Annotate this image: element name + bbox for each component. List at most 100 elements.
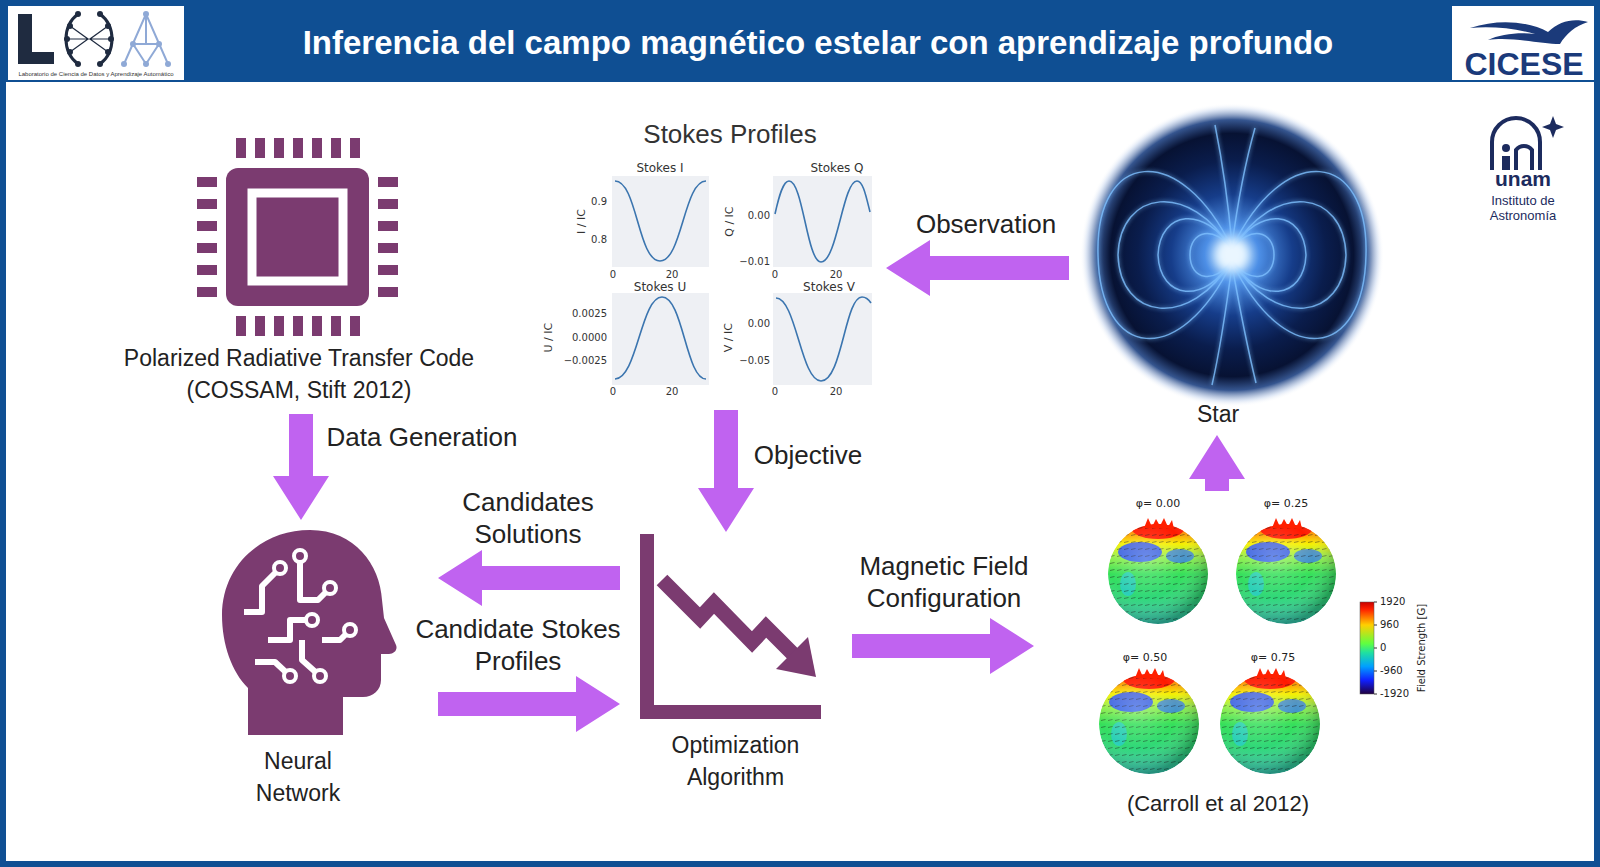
plot-text: Stokes V [803, 280, 855, 294]
lab-logo [18, 11, 171, 67]
figure-text: Field Strength [G] [1416, 604, 1428, 692]
figure-text: (Carroll et al 2012) [1127, 791, 1309, 817]
plot-area [612, 176, 709, 267]
colorbar [1360, 602, 1374, 694]
head-icon [222, 530, 397, 735]
plot-text: I / IC [574, 210, 587, 235]
edge-label: Data Generation [292, 421, 552, 454]
flow-arrow [698, 410, 754, 532]
plot-area [773, 293, 872, 385]
plot-text: 0 [610, 269, 616, 281]
field-sphere [1220, 668, 1320, 774]
chip-core [252, 193, 343, 281]
logo-panel [8, 6, 184, 80]
colorbar-ticks [1374, 602, 1377, 694]
flow-arrow [1189, 435, 1245, 491]
field-maps [1099, 518, 1377, 774]
logo-text: Laboratorio de Ciencia de Datos y Aprend… [18, 71, 173, 78]
plot-text: Stokes I [636, 161, 683, 175]
logo-mark [121, 11, 171, 67]
logo-mark [64, 11, 114, 67]
node-label: Neural Network [233, 745, 363, 809]
plot-text: 0 [772, 386, 778, 398]
figure-text: -1920 [1380, 688, 1409, 700]
network-node: Neural Network [160, 526, 432, 811]
logo-mark [67, 26, 111, 52]
head-silhouette [222, 530, 397, 735]
logo-text: Astronomía [1490, 208, 1556, 224]
dome-outline [1492, 118, 1540, 170]
logo-text: Instituto de [1491, 193, 1555, 209]
plot-text: 0.00 [748, 318, 770, 330]
plot-text: Stokes Q [810, 161, 863, 175]
edge-label: Observation [876, 208, 1096, 241]
node-label: Star [1168, 398, 1268, 430]
chart-axis [640, 534, 654, 719]
figure-text: 1920 [1380, 596, 1405, 608]
plot-curve [776, 297, 871, 381]
observatory-logo [1492, 116, 1564, 170]
plot-text: 0.8 [591, 234, 607, 246]
stokes-plots [612, 176, 872, 385]
edge-label: Candidate Stokes Profiles [398, 613, 638, 678]
edge-label: Candidates Solutions [438, 486, 618, 551]
flow-arrow [886, 240, 1069, 296]
chip-node: Polarized Radiative Transfer Code (COSSA… [116, 128, 484, 408]
logo-star [1542, 116, 1564, 138]
plot-text: 0.0000 [572, 332, 607, 344]
field-sphere [1236, 518, 1336, 624]
plot-text: 0.00 [748, 210, 770, 222]
logo-text: CICESE [1464, 45, 1583, 83]
star-node: Star [1075, 108, 1393, 432]
logo-arch [1516, 146, 1532, 170]
plot-text: Stokes U [634, 280, 686, 294]
chip-icon [197, 138, 398, 336]
panel-title: Stokes Profiles [643, 119, 816, 150]
bird-logo [1470, 20, 1588, 44]
node-label: Polarized Radiative Transfer Code (COSSA… [116, 342, 482, 406]
flow-arrow [438, 676, 620, 732]
plot-text: Q / IC [722, 207, 735, 237]
figure-text: φ= 0.75 [1251, 651, 1295, 664]
plot-text: U / IC [542, 323, 555, 353]
descent-arrowhead [776, 637, 816, 677]
flow-arrow [438, 550, 620, 606]
flow-arrow [273, 414, 329, 520]
logo-dot [1502, 144, 1510, 152]
stokes-plot: Stokes VV / IC0.00−0.05020 [720, 279, 876, 400]
figure-text: 960 [1380, 619, 1399, 631]
plot-text: 20 [830, 386, 843, 398]
plot-text: 0.0025 [572, 308, 607, 320]
optimizer-node: Optimization Algorithm [626, 538, 846, 795]
flow-arrow [852, 618, 1034, 674]
stokes-plot: Stokes UU / IC0.00250.0000−0.0025020 [540, 279, 712, 400]
logo-mark [18, 14, 54, 64]
node-label: Optimization Algorithm [648, 729, 823, 793]
plot-text: −0.01 [739, 256, 770, 268]
header-band [0, 0, 1600, 82]
circuit-lines [244, 560, 350, 676]
plot-text: 20 [666, 386, 679, 398]
edge-label: Magnetic Field Configuration [844, 550, 1044, 615]
chip-pins [197, 138, 398, 336]
field-map-figure: φ= 0.00φ= 0.25φ= 0.50φ= 0.7519209600-960… [1040, 494, 1460, 824]
slide-title: Inferencia del campo magnético estelar c… [303, 23, 1334, 63]
field-sphere [1108, 518, 1208, 624]
plot-text: 20 [830, 269, 843, 281]
chart-axis [640, 705, 821, 719]
plot-text: 0.9 [591, 196, 607, 208]
plot-area [612, 293, 709, 385]
plot-text: −0.0025 [564, 355, 607, 367]
logo-mark [66, 14, 112, 64]
stokes-panel: Stokes ProfilesStokes II / IC0.90.8020St… [534, 108, 880, 404]
plot-text: −0.05 [739, 355, 770, 367]
slide-frame [3, 3, 1597, 864]
plot-text: 0 [772, 269, 778, 281]
descent-line [662, 580, 795, 656]
logo-text: unam [1495, 166, 1551, 191]
optimization-icon [640, 534, 821, 719]
plot-curve [615, 297, 706, 379]
field-sphere [1099, 668, 1199, 774]
edge-label: Objective [728, 439, 888, 472]
